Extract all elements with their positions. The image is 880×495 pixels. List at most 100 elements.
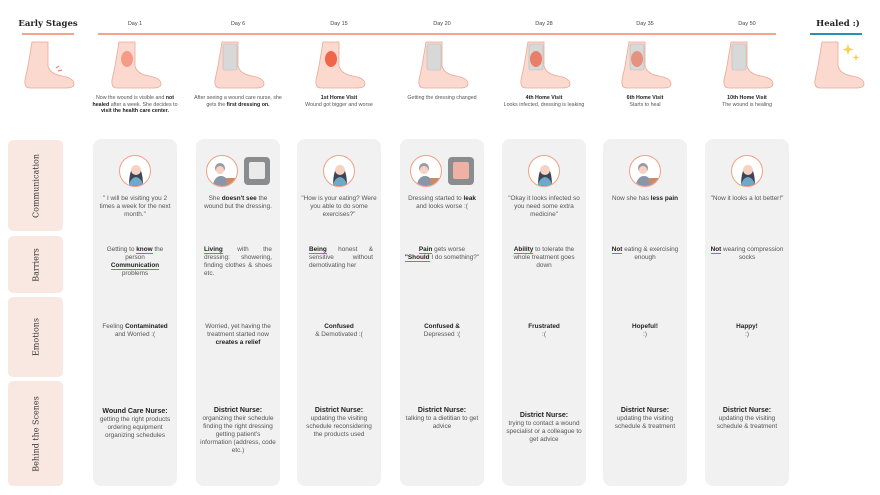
- emotions-cell: Worried, yet having the treatment starte…: [200, 323, 276, 347]
- foot-illustration: [621, 41, 672, 89]
- emotion-bold-text: Frustrated: [528, 323, 560, 330]
- behind-scenes-text: updating the visiting schedule & treatme…: [614, 415, 676, 430]
- emotion-bold-text: Contaminated: [125, 323, 168, 330]
- behind-scenes-cell: District Nurse:updating the visiting sch…: [301, 407, 377, 439]
- behind-scenes-cell: District Nurse:updating the visiting sch…: [709, 407, 785, 431]
- day-label: Day 20: [433, 21, 451, 27]
- role-title: District Nurse:: [417, 407, 467, 414]
- behind-scenes-cell: District Nurse:trying to contact a wound…: [506, 412, 582, 444]
- emotion-bold-text: Hopeful!: [632, 323, 658, 330]
- foot-illustration: [418, 41, 469, 89]
- row-label-communication: Communication: [8, 140, 63, 231]
- emotion-text: and Worried :(: [114, 331, 156, 338]
- emotion-bold-text: Happy!: [736, 323, 758, 330]
- emotions-cell: Confused & Demotivated :(: [301, 323, 377, 339]
- journey-column: Dressing started to leak and looks worse…: [400, 139, 484, 486]
- communication-text: Now she has: [611, 195, 651, 202]
- row-label-behind-the-scenes: Behind the Scenes: [8, 381, 63, 486]
- behind-scenes-text: updating the visiting schedule reconside…: [306, 415, 372, 438]
- emotion-text: Worried, yet having the treatment starte…: [205, 323, 271, 338]
- communication-cell: She doesn't see the wound but the dressi…: [200, 195, 276, 211]
- description-text: after a week. She decides to: [109, 101, 178, 108]
- barriers-cell: Being honest & sensitive without demotiv…: [309, 246, 373, 270]
- early-stages-title: Early Stages: [18, 19, 78, 29]
- barrier-keyword: Living: [204, 246, 223, 254]
- behind-scenes-text: getting the right products ordering equi…: [99, 416, 171, 439]
- communication-cell: Dressing started to leak and looks worse…: [404, 195, 480, 211]
- emotions-cell: Frustrated :(: [506, 323, 582, 339]
- description-bold-text: not healed: [92, 95, 175, 108]
- row-label-behind-text: Behind the Scenes: [31, 395, 40, 472]
- foot-illustration: [214, 41, 265, 89]
- barrier-keyword: Being: [309, 246, 327, 254]
- role-title: District Nurse:: [722, 407, 772, 414]
- early-foot-illustration: [24, 41, 75, 89]
- dressing-inner: [453, 162, 469, 179]
- behind-scenes-cell: District Nurse:updating the visiting sch…: [607, 407, 683, 431]
- barrier-keyword: Not: [710, 246, 722, 254]
- day-label: Day 50: [738, 21, 756, 27]
- communication-text: "How is your eating? Were you able to do…: [301, 195, 377, 218]
- barriers-cell: Not wearing compression socks: [709, 246, 785, 262]
- description-bold-text: visit the health care center.: [100, 108, 169, 115]
- day-description: Now the wound is visible and not healed …: [90, 95, 180, 115]
- emotion-text: Depressed :(: [423, 331, 461, 338]
- barrier-keyword: Not: [611, 246, 623, 254]
- barriers-cell: Not eating & exercising enough: [607, 246, 683, 262]
- journey-column: " I will be visiting you 2 times a week …: [93, 139, 177, 486]
- barrier-keyword: Pain: [418, 246, 433, 254]
- dressing-inner: [249, 162, 265, 179]
- journey-column: "Okay it looks infected so you need some…: [502, 139, 586, 486]
- barrier-text: the person: [125, 246, 164, 261]
- communication-bold-text: less pain: [650, 195, 679, 202]
- description-text: Getting the dressing changed: [407, 95, 477, 101]
- behind-scenes-text: trying to contact a wound specialist or …: [506, 420, 582, 443]
- description-text: Wound got bigger and worse: [305, 101, 373, 108]
- nurse-avatar: [323, 155, 355, 187]
- row-label-barriers-text: Barriers: [31, 247, 40, 282]
- day-label: Day 35: [636, 21, 654, 27]
- emotions-cell: Feeling Contaminated and Worried :(: [97, 323, 173, 339]
- communication-text: She: [208, 195, 222, 202]
- patient-avatar: [629, 155, 661, 187]
- description-bold-text: 6th Home Visit: [626, 95, 664, 101]
- row-label-barriers: Barriers: [8, 236, 63, 293]
- role-title: Wound Care Nurse:: [102, 408, 168, 415]
- journey-column: "How is your eating? Were you able to do…: [297, 139, 381, 486]
- communication-text: "Now it looks a lot better!": [710, 195, 784, 202]
- healed-foot-illustration: [814, 41, 865, 89]
- row-label-emotions: Emotions: [8, 297, 63, 377]
- healed-underline: [810, 33, 862, 35]
- barriers-cell: Pain gets worse"Should I do something?": [404, 246, 480, 262]
- role-title: District Nurse:: [620, 407, 670, 414]
- timeline-line: [98, 33, 776, 35]
- barrier-text: I do something?": [429, 254, 480, 261]
- early-stages-underline: [22, 33, 74, 35]
- day-label: Day 15: [330, 21, 348, 27]
- day-description: 6th Home Visit Starts to heal: [600, 95, 690, 108]
- healed-title: Healed :): [816, 19, 860, 29]
- emotion-text: :(: [542, 331, 546, 338]
- emotion-text: & Demotivated :(: [315, 331, 363, 338]
- foot-illustration: [111, 41, 162, 89]
- row-label-emotions-text: Emotions: [31, 317, 40, 357]
- day-description: 1st Home Visit Wound got bigger and wors…: [294, 95, 384, 108]
- emotion-text: Feeling: [102, 323, 126, 330]
- description-bold-text: 10th Home Visit: [727, 95, 767, 101]
- barrier-text: eating & exercising enough: [622, 246, 679, 261]
- emotion-text: :): [745, 331, 749, 338]
- day-label: Day 6: [230, 21, 246, 27]
- journey-column: She doesn't see the wound but the dressi…: [196, 139, 280, 486]
- communication-text: "Okay it looks infected so you need some…: [508, 195, 580, 218]
- behind-scenes-cell: District Nurse:organizing their schedule…: [200, 407, 276, 455]
- day-description: After seeing a wound care nurse, she get…: [193, 95, 283, 108]
- behind-scenes-cell: District Nurse:talking to a dietitian to…: [404, 407, 480, 431]
- barrier-text: problems: [121, 270, 149, 277]
- emotions-cell: Confused & Depressed :(: [404, 323, 480, 339]
- day-description: 10th Home Visit The wound is healing: [702, 95, 792, 108]
- foot-illustration: [315, 41, 366, 89]
- behind-scenes-cell: Wound Care Nurse:getting the right produ…: [97, 408, 173, 440]
- barrier-text: Getting to: [106, 246, 137, 253]
